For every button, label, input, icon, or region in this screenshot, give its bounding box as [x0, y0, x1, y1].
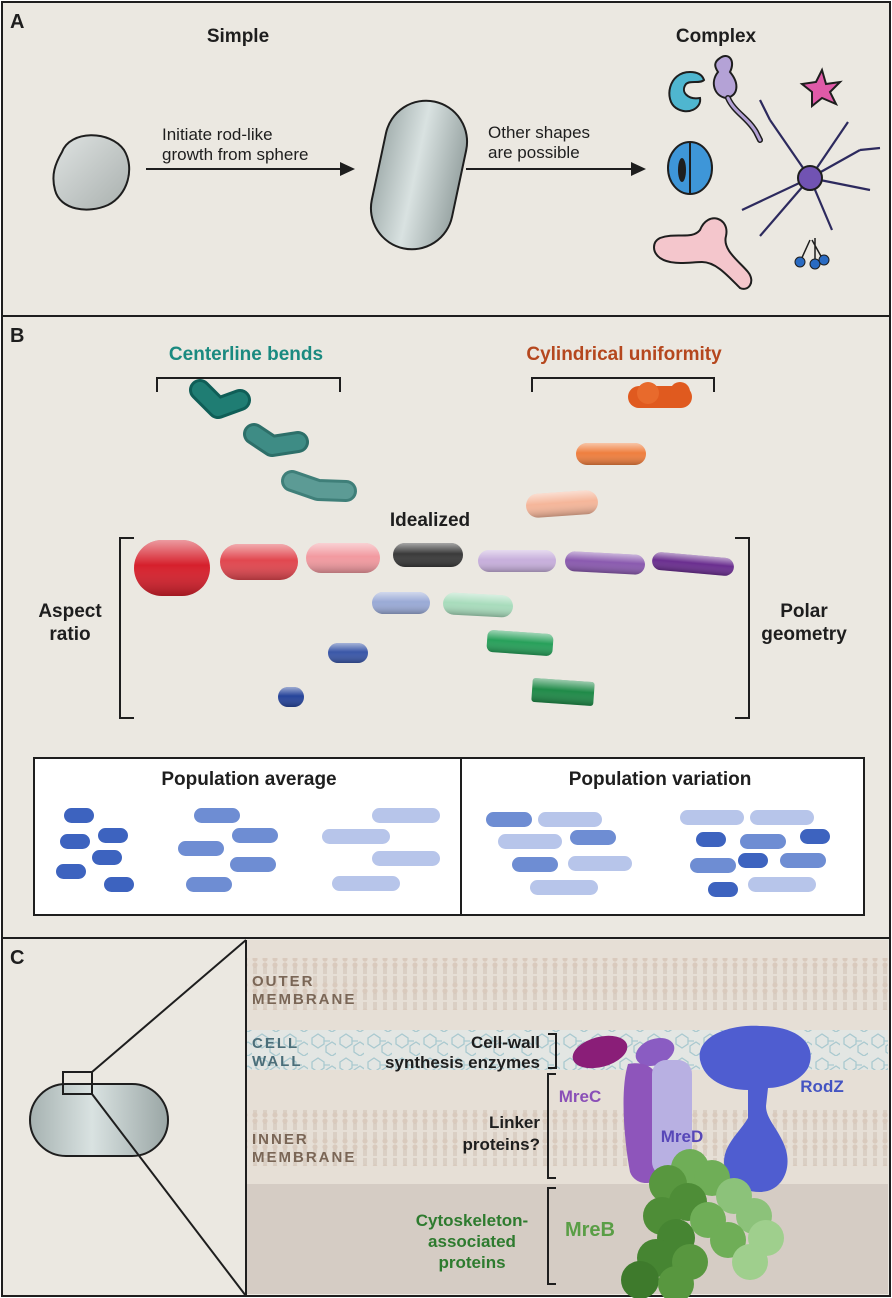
branched-pink-cell — [653, 217, 753, 290]
sphere-cell — [52, 134, 131, 211]
star-cell — [799, 67, 843, 109]
cw-bracket — [548, 1033, 557, 1069]
simple-title: Simple — [207, 26, 269, 47]
outer-membrane-label-1: OUTER — [252, 973, 315, 990]
crescent-cell — [668, 70, 706, 113]
linker-bracket — [547, 1073, 556, 1179]
population-average-title: Population average — [161, 769, 336, 790]
cw-enzyme-1 — [572, 1035, 628, 1069]
centerline-bends-title: Centerline bends — [169, 344, 323, 365]
panel-c-letter: C — [10, 947, 24, 969]
diplococcus-slit — [678, 158, 686, 182]
mred-label: MreD — [661, 1127, 704, 1146]
rod-cell — [369, 99, 469, 251]
aspect-ratio-label-2: ratio — [49, 624, 90, 645]
polar-bracket — [735, 537, 750, 719]
whole-cell — [29, 1083, 169, 1157]
centerline-bracket — [156, 377, 341, 392]
cyto-label-3: proteins — [438, 1253, 505, 1272]
mrec-label: MreC — [559, 1087, 602, 1106]
bent-cell-1-shade — [192, 382, 248, 416]
population-variation-cells — [486, 810, 830, 897]
ideal-cell-5-shade — [478, 550, 556, 572]
rodz-protein — [699, 1025, 811, 1192]
cylindrical-bracket — [531, 377, 715, 392]
ideal-cell-2-shade — [220, 544, 298, 580]
polar-geometry-label-2: geometry — [761, 624, 847, 645]
aspect-cell-2-shade — [328, 643, 368, 663]
lumpy-cell-2-shade — [576, 443, 646, 465]
polar-geometry-label-1: Polar — [780, 601, 828, 622]
aspect-ratio-label-1: Aspect — [38, 601, 102, 622]
zoom-line-top — [91, 939, 247, 1073]
lumpy-cell-1-bulge-2 — [637, 382, 659, 404]
ideal-cell-3-shade — [306, 543, 380, 573]
ideal-cell-6-shade — [565, 551, 645, 575]
bent-cell-3-shade — [284, 473, 354, 499]
cyto-bracket — [547, 1187, 556, 1285]
cell-wall-label-2: WALL — [252, 1053, 303, 1070]
ideal-cell-1-shade — [134, 540, 210, 596]
population-average-cells — [56, 808, 440, 892]
mreb-filament — [621, 1149, 784, 1298]
population-variation-title: Population variation — [569, 769, 752, 790]
idealized-title: Idealized — [390, 510, 470, 531]
cyto-label-2: associated — [428, 1232, 516, 1251]
panel-b-letter: B — [10, 325, 24, 347]
lumpy-cell-1-bulge — [670, 382, 690, 402]
cw-enzymes-label-1: Cell-wall — [471, 1033, 540, 1052]
bent-cell-2-shade — [246, 426, 306, 454]
arrow-1-text-1: Initiate rod-like — [162, 125, 273, 144]
aspect-bracket — [119, 537, 134, 719]
arrow-1-text-2: growth from sphere — [162, 145, 308, 164]
stalked-cell-body — [712, 54, 738, 100]
inner-membrane-label-1: INNER — [252, 1131, 309, 1148]
ideal-cell-7-shade — [652, 552, 734, 576]
cylindrical-uniformity-title: Cylindrical uniformity — [526, 344, 722, 365]
branched-cell-body — [797, 165, 823, 191]
cw-enzyme-2 — [635, 1037, 675, 1067]
panel-a-letter: A — [10, 11, 24, 33]
zoom-line-bottom — [91, 1093, 247, 1297]
spore-2 — [809, 258, 821, 270]
polar-cell-2-shade — [486, 630, 554, 656]
rodz-label: RodZ — [800, 1077, 843, 1096]
outer-membrane-label-2: MEMBRANE — [252, 991, 356, 1008]
polar-cell-3-shade — [531, 678, 595, 706]
mred-protein — [652, 1060, 692, 1176]
inner-membrane-label-2: MEMBRANE — [252, 1149, 356, 1166]
arrow-2-head — [631, 162, 646, 176]
linker-label-2: proteins? — [463, 1135, 540, 1154]
aspect-cell-3-shade — [278, 687, 304, 707]
aspect-cell-1-shade — [372, 592, 430, 614]
cell-wall-label-1: CELL — [252, 1035, 299, 1052]
lumpy-cell-3-shade — [526, 490, 598, 518]
arrow-2-text-1: Other shapes — [488, 123, 590, 142]
mreb-label: MreB — [565, 1219, 615, 1241]
mrec-protein — [623, 1063, 660, 1184]
cyto-label-1: Cytoskeleton- — [416, 1211, 528, 1230]
complex-title: Complex — [676, 26, 757, 47]
arrow-1-head — [340, 162, 355, 176]
arrow-2-text-2: are possible — [488, 143, 580, 162]
spore-3 — [818, 254, 830, 266]
ideal-cell-4-shade — [393, 543, 463, 567]
outer-membrane — [246, 958, 888, 1010]
spore-1 — [794, 256, 806, 268]
cw-enzymes-label-2: synthesis enzymes — [385, 1053, 540, 1072]
linker-label-1: Linker — [489, 1113, 540, 1132]
polar-cell-1-shade — [443, 592, 513, 618]
stalk — [726, 96, 762, 142]
zoom-box — [62, 1071, 93, 1095]
